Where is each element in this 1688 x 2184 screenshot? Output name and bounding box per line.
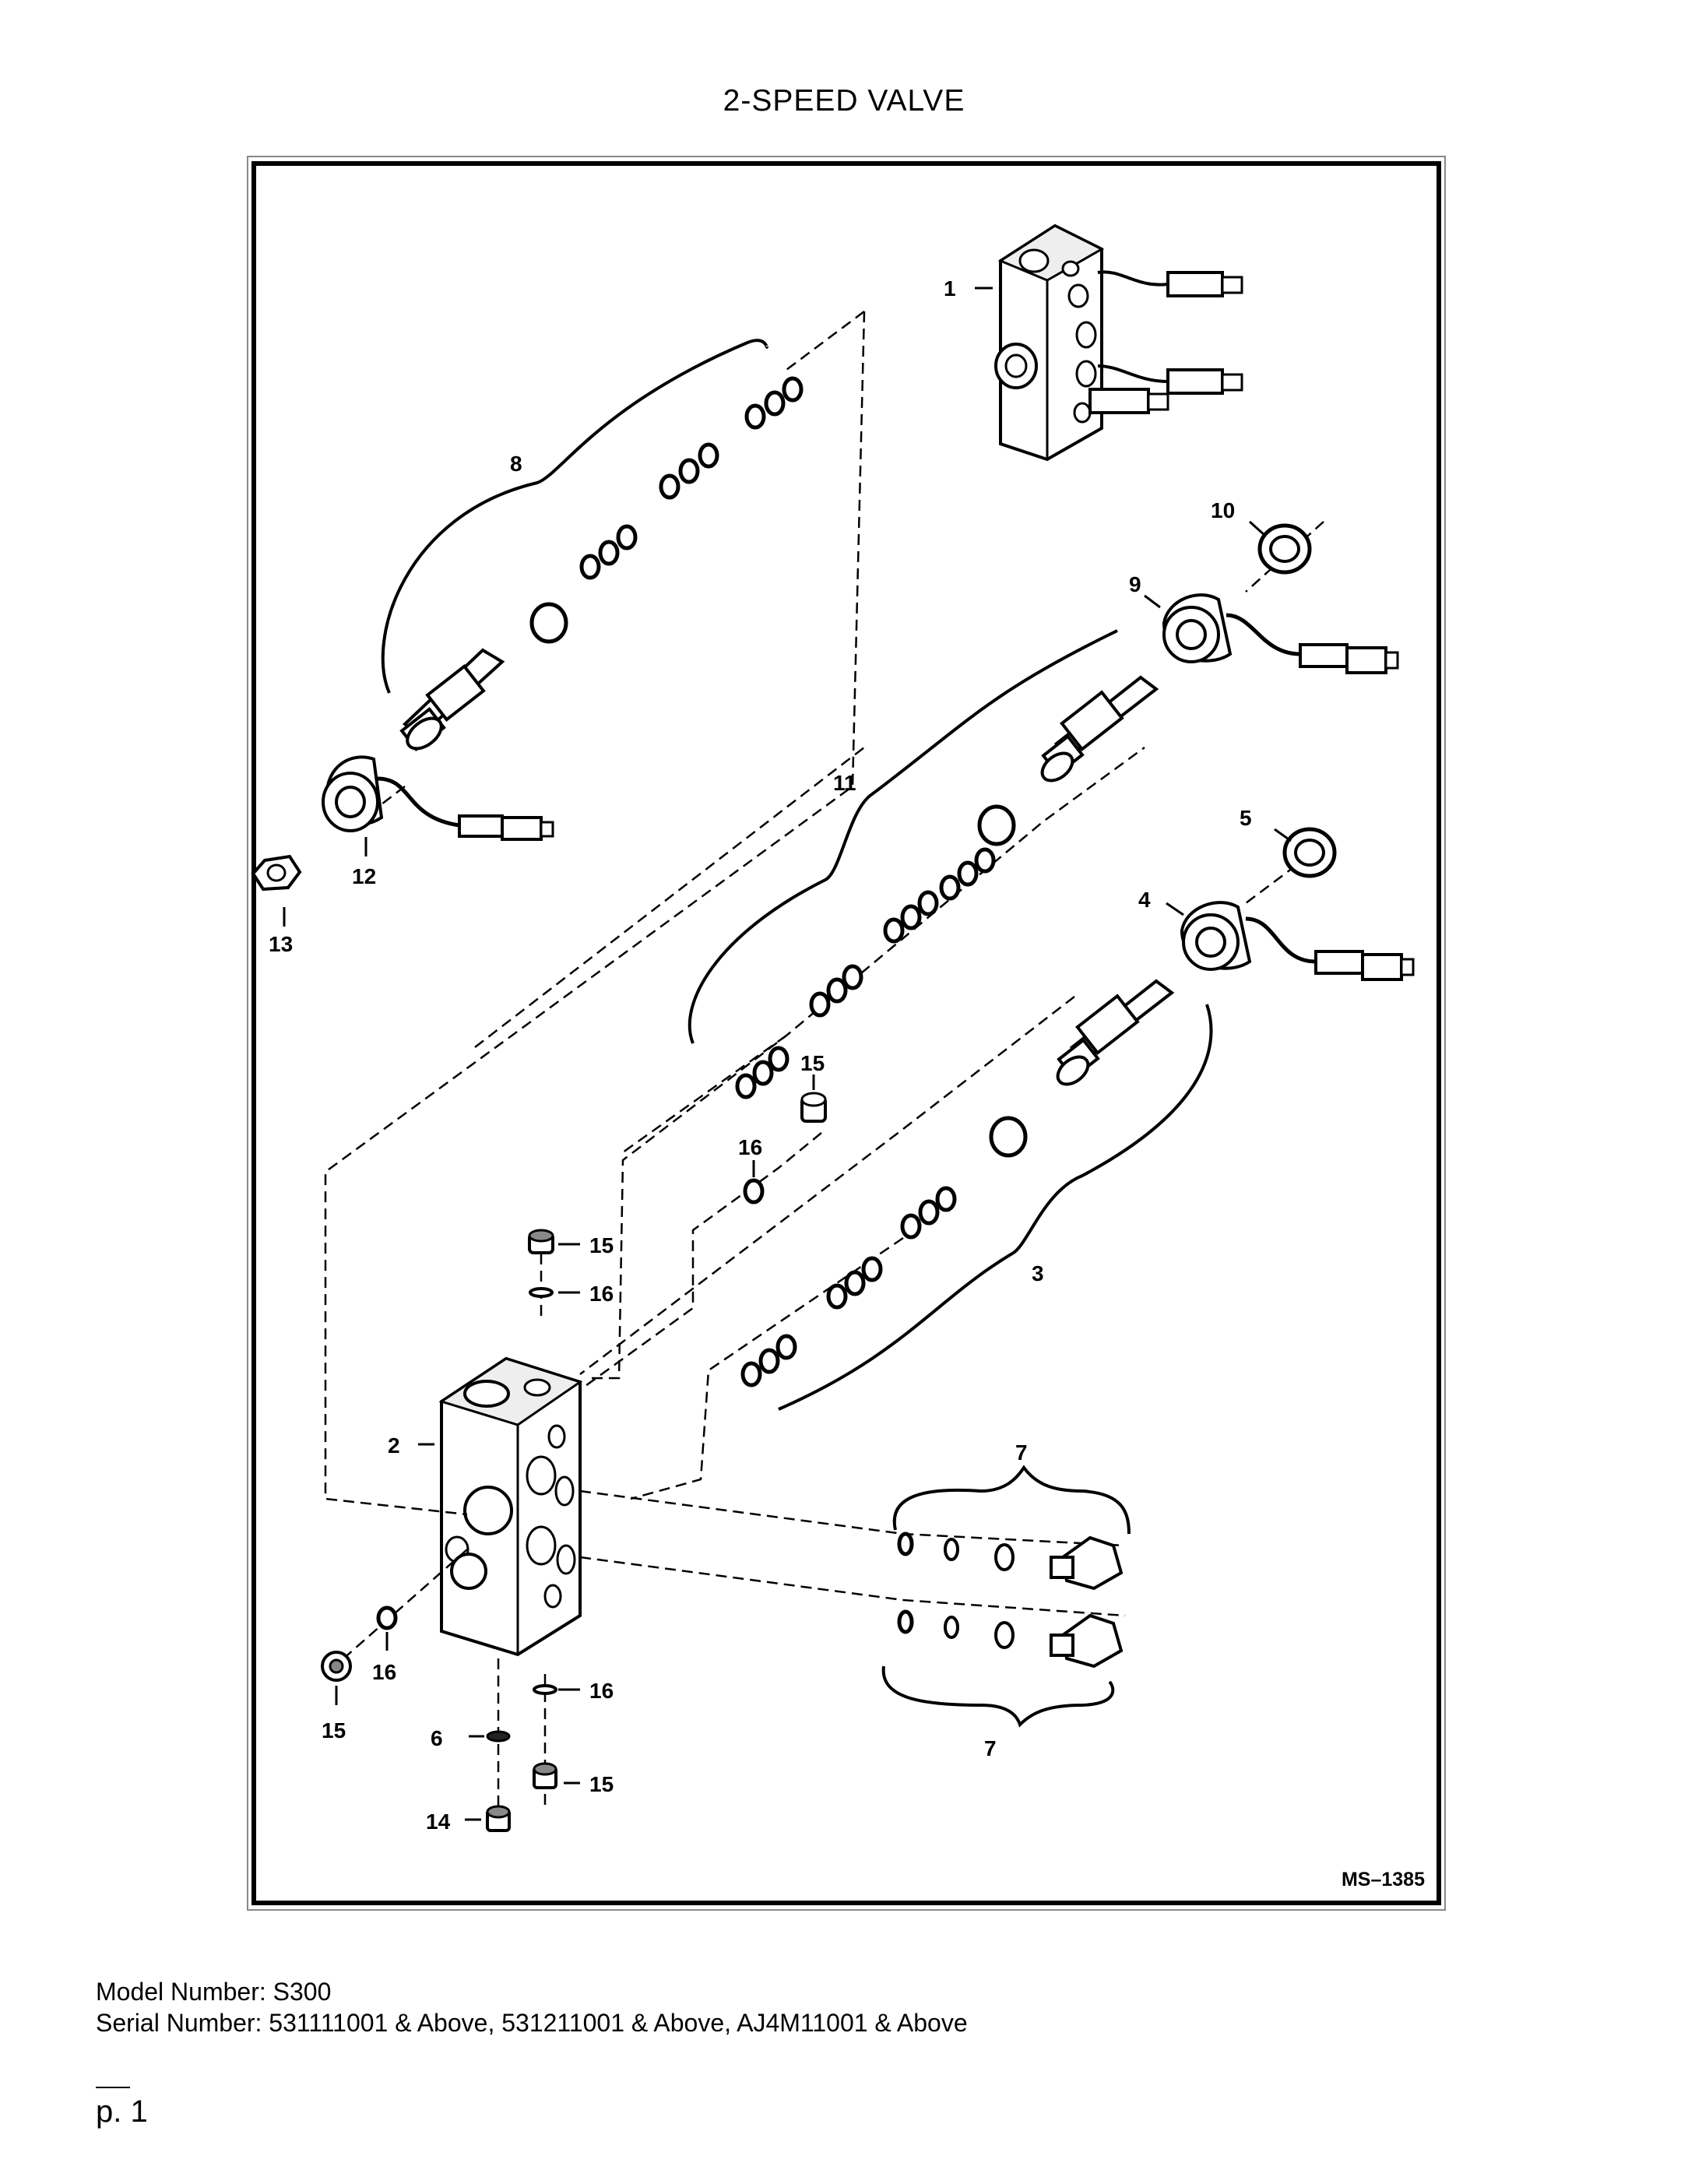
plug-part-15-left xyxy=(321,1651,352,1682)
page-title: 2-SPEED VALVE xyxy=(723,84,965,118)
seal-kit-part-3 xyxy=(743,1004,1213,1411)
callout-5: 5 xyxy=(1240,806,1252,830)
callout-6: 6 xyxy=(431,1726,443,1750)
callout-16-lower: 16 xyxy=(589,1679,614,1703)
nut-part-5 xyxy=(1282,827,1337,878)
plug-part-15-top xyxy=(800,1092,827,1123)
callout-1: 1 xyxy=(944,276,956,301)
diagram-frame-outer xyxy=(247,156,1446,1911)
plug-part-14 xyxy=(486,1805,511,1832)
assembled-valve-part-1 xyxy=(994,223,1243,462)
serial-number: Serial Number: 531111001 & Above, 531211… xyxy=(96,2009,968,2037)
callout-13: 13 xyxy=(269,932,293,956)
callout-16-left: 16 xyxy=(372,1660,396,1684)
callout-14: 14 xyxy=(426,1809,451,1834)
callout-7-lower: 7 xyxy=(984,1736,997,1760)
callout-4: 4 xyxy=(1138,888,1151,912)
cartridge-and-coil-part-9 xyxy=(1040,593,1399,783)
seal-kit-part-11 xyxy=(688,629,1118,1097)
callout-15-left: 15 xyxy=(322,1718,346,1743)
plug-part-15-upper xyxy=(528,1229,554,1254)
callout-15-bottom: 15 xyxy=(589,1772,614,1796)
model-number: Model Number: S300 xyxy=(96,1978,332,2006)
callout-3: 3 xyxy=(1032,1261,1044,1285)
callout-11: 11 xyxy=(833,771,856,795)
footer-rule xyxy=(96,2087,130,2088)
callout-15-upper: 15 xyxy=(589,1233,614,1257)
cartridge-and-coil-part-12 xyxy=(251,648,554,892)
callout-9: 9 xyxy=(1129,572,1141,596)
callout-7-upper: 7 xyxy=(1015,1440,1028,1465)
valve-body-part-2 xyxy=(438,1356,583,1657)
oring-part-16-lower xyxy=(533,1684,557,1695)
oring-part-16-mid xyxy=(743,1178,765,1205)
callout-2: 2 xyxy=(388,1433,400,1458)
callout-10: 10 xyxy=(1211,498,1235,522)
cartridge-and-coil-part-4 xyxy=(1056,901,1415,1086)
callout-15-top: 15 xyxy=(800,1051,825,1075)
plug-part-15-bottom xyxy=(533,1762,557,1789)
oring-part-16-upper xyxy=(529,1287,554,1298)
page-number: p. 1 xyxy=(96,2094,148,2129)
plug-kit-part-7-lower xyxy=(881,1609,1124,1728)
oring-part-16-left xyxy=(376,1605,398,1630)
leader-lines xyxy=(283,287,1292,1821)
callout-8: 8 xyxy=(510,452,522,476)
callout-16-mid: 16 xyxy=(738,1135,762,1159)
plug-kit-part-7-upper xyxy=(892,1465,1131,1591)
nut-part-10 xyxy=(1257,523,1312,575)
diagram-frame xyxy=(251,161,1441,1905)
seal-kit-part-8 xyxy=(381,339,801,694)
callout-12: 12 xyxy=(352,864,376,888)
oring-part-6 xyxy=(486,1730,511,1743)
figure-code: MS–1385 xyxy=(1342,1869,1425,1890)
callout-16-upper: 16 xyxy=(589,1282,614,1306)
